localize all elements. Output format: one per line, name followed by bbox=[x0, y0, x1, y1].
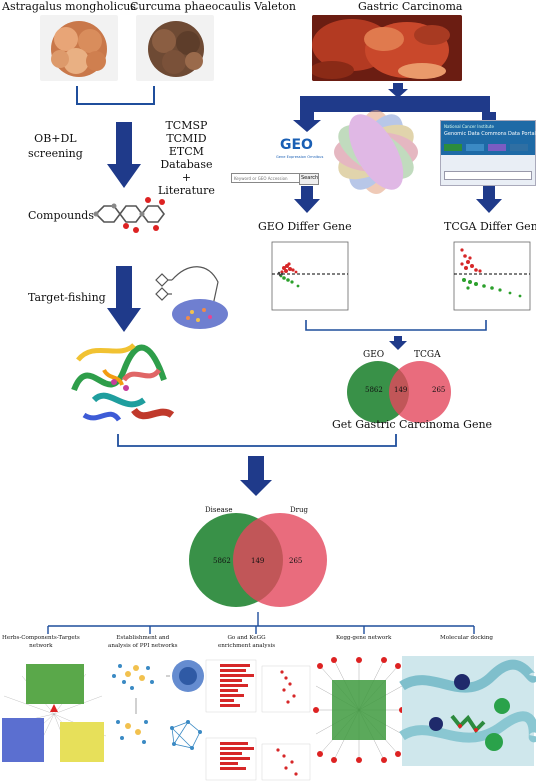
venn-small-right-label: TCGA bbox=[414, 350, 441, 360]
venn-small-diagram bbox=[347, 361, 451, 423]
tcga-search-bar[interactable] bbox=[444, 171, 532, 180]
analysis-go-kegg-label: Go and KeGG enrichment analysis bbox=[218, 635, 276, 649]
tcga-portal-screenshot: National Cancer Institute Genomic Data C… bbox=[440, 120, 536, 186]
venn-small-left-value: 5862 bbox=[365, 386, 383, 394]
venn-small-intersection-value: 149 bbox=[394, 386, 408, 394]
protein-structure-image bbox=[71, 343, 175, 422]
fishing-illustration bbox=[155, 266, 228, 329]
astragalus-slices-image bbox=[51, 21, 107, 77]
disease-label: Gastric Carcinoma bbox=[358, 0, 463, 13]
geo-search-button-label: Search bbox=[301, 175, 319, 181]
screening-arrow bbox=[107, 122, 141, 188]
go-kegg-enrichment-image bbox=[205, 659, 311, 781]
kegg-gene-network-image bbox=[313, 657, 405, 763]
gastric-carcinoma-photo bbox=[312, 15, 462, 81]
tcga-differ-gene-label: TCGA Differ Gene bbox=[444, 220, 536, 233]
tcga-nav-button-3[interactable] bbox=[488, 144, 506, 151]
astragalus-photo bbox=[40, 15, 118, 81]
analysis-kegg-gene-network-label: Kegg-gene network bbox=[336, 635, 392, 641]
database-list-label: TCMSP TCMID ETCM Database + Literature bbox=[158, 119, 215, 197]
tcga-nav-button-4[interactable] bbox=[510, 144, 528, 151]
multi-dataset-venn bbox=[334, 110, 418, 194]
geo-volcano-plot bbox=[271, 241, 349, 311]
tcga-portal-title-line2: National Cancer Institute bbox=[444, 124, 494, 129]
geo-logo-text: GEO bbox=[280, 137, 313, 153]
analysis-molecular-docking-label: Molecular docking bbox=[440, 635, 493, 641]
venn-big-right-label: Drug bbox=[290, 506, 308, 514]
molecular-docking-image bbox=[399, 656, 536, 766]
target-fishing-arrow bbox=[107, 266, 141, 332]
geo-search-button[interactable]: Search bbox=[299, 173, 319, 185]
geo-logo: GEO Gene Expression Omnibus bbox=[276, 137, 332, 169]
target-fishing-label: Target-fishing bbox=[28, 291, 106, 304]
curcuma-slices-image bbox=[148, 21, 204, 77]
herb-label-curcuma: Curcuma phaeocaulis Valeton bbox=[130, 0, 296, 13]
tcga-nav-button-2[interactable] bbox=[466, 144, 484, 151]
compound-structure-icon bbox=[93, 197, 165, 233]
venn-small-right-value: 265 bbox=[432, 386, 446, 394]
venn-big-right-value: 265 bbox=[289, 557, 303, 565]
tcga-nav-button-1[interactable] bbox=[444, 144, 462, 151]
venn-big-left-value: 5862 bbox=[213, 557, 231, 565]
venn-big-diagram bbox=[189, 513, 327, 607]
analysis-ppi-networks-label: Establishment and analysis of PPI networ… bbox=[108, 635, 178, 649]
compounds-label: Compounds bbox=[28, 209, 94, 222]
herb-label-astragalus: Astragalus mongholicus bbox=[2, 0, 136, 13]
tcga-portal-nav-buttons bbox=[444, 144, 532, 152]
get-gastric-carcinoma-gene-label: Get Gastric Carcinoma Gene bbox=[332, 418, 493, 431]
venn-big-left-label: Disease bbox=[205, 506, 233, 514]
ppi-networks-image bbox=[112, 660, 204, 750]
geo-logo-subtitle: Gene Expression Omnibus bbox=[276, 155, 324, 159]
herbs-components-targets-network-image bbox=[1, 664, 107, 762]
venn-big-intersection-value: 149 bbox=[251, 557, 265, 565]
tcga-portal-header: National Cancer Institute Genomic Data C… bbox=[441, 121, 536, 155]
endoscopy-image bbox=[312, 15, 462, 81]
analysis-herbs-components-targets-label: Herbs-Components-Targets network bbox=[2, 635, 80, 649]
venn-small-left-label: GEO bbox=[363, 350, 385, 360]
screening-step-label: OB+DL screening bbox=[28, 132, 83, 160]
geo-differ-gene-label: GEO Differ Gene bbox=[258, 220, 352, 233]
tcga-volcano-plot bbox=[453, 241, 531, 311]
tcga-portal-title-line1: Genomic Data Commons Data Portal bbox=[444, 131, 536, 137]
curcuma-photo bbox=[136, 15, 214, 81]
